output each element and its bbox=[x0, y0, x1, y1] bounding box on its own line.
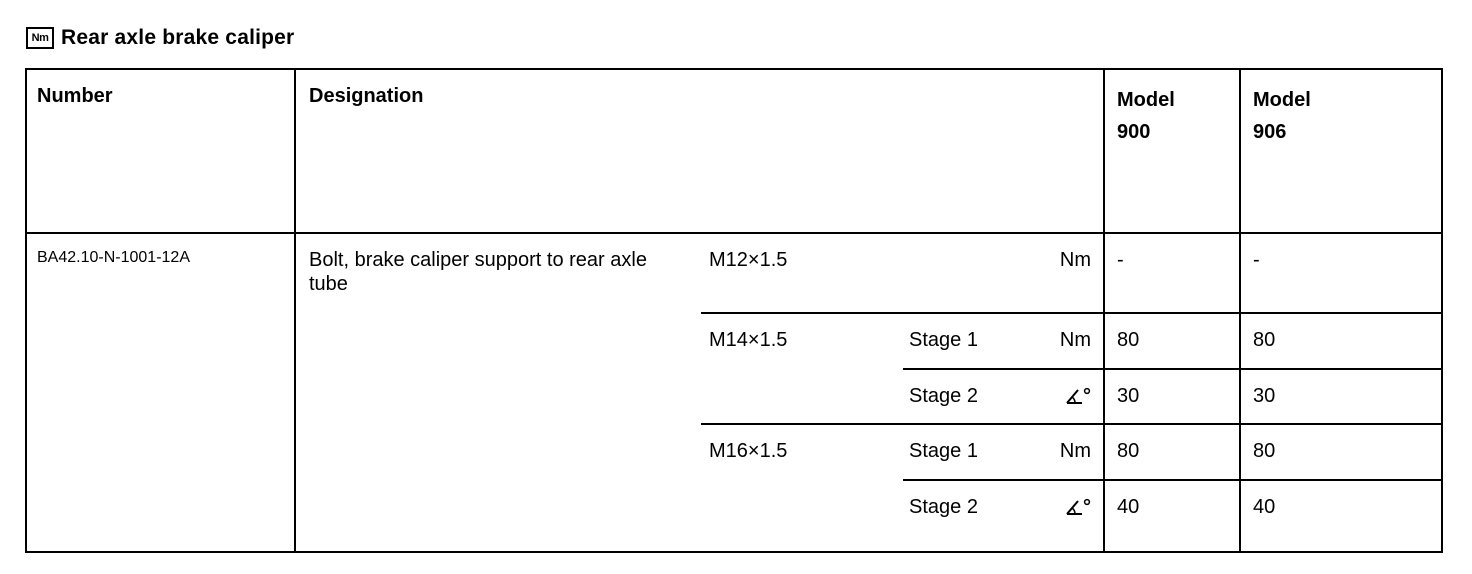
col-divider bbox=[1239, 70, 1241, 551]
thread-spec: M12×1.5 bbox=[709, 249, 788, 271]
unit-label: Nm bbox=[1059, 329, 1091, 351]
unit-label: Nm bbox=[1059, 440, 1091, 462]
row-divider bbox=[903, 479, 1441, 481]
unit-label: Nm bbox=[1059, 249, 1091, 271]
value-906: - bbox=[1253, 249, 1260, 271]
stage-label: Stage 1 bbox=[909, 440, 978, 462]
header-number: Number bbox=[37, 85, 113, 107]
col-divider bbox=[294, 70, 296, 551]
section-header: Nm Rear axle brake caliper bbox=[26, 23, 294, 53]
stage-label: Stage 2 bbox=[909, 496, 978, 518]
row-divider bbox=[701, 312, 1441, 314]
row-divider bbox=[903, 368, 1441, 370]
part-designation: Bolt, brake caliper support to rear axle… bbox=[309, 249, 647, 295]
value-906: 30 bbox=[1253, 385, 1276, 407]
torque-nm-icon: Nm bbox=[26, 27, 54, 49]
header-designation: Designation bbox=[309, 85, 424, 107]
value-900: 40 bbox=[1117, 496, 1140, 518]
section-title: Rear axle brake caliper bbox=[61, 26, 295, 49]
torque-table: Number Designation Model 900 Model 906 B… bbox=[25, 68, 1443, 553]
part-number: BA42.10-N-1001-12A bbox=[37, 249, 190, 266]
header-model-906: Model 906 bbox=[1253, 89, 1311, 143]
stage-label: Stage 1 bbox=[909, 329, 978, 351]
angle-degree-icon bbox=[1063, 495, 1093, 519]
value-906: 40 bbox=[1253, 496, 1276, 518]
value-906: 80 bbox=[1253, 440, 1276, 462]
thread-spec: M14×1.5 bbox=[709, 329, 788, 351]
value-906: 80 bbox=[1253, 329, 1276, 351]
value-900: - bbox=[1117, 249, 1124, 271]
header-divider bbox=[27, 232, 1441, 234]
header-model-900: Model 900 bbox=[1117, 89, 1175, 143]
stage-label: Stage 2 bbox=[909, 385, 978, 407]
angle-degree-icon bbox=[1063, 384, 1093, 408]
value-900: 30 bbox=[1117, 385, 1140, 407]
thread-spec: M16×1.5 bbox=[709, 440, 788, 462]
row-divider bbox=[701, 423, 1441, 425]
value-900: 80 bbox=[1117, 329, 1140, 351]
col-divider bbox=[1103, 70, 1105, 551]
value-900: 80 bbox=[1117, 440, 1140, 462]
